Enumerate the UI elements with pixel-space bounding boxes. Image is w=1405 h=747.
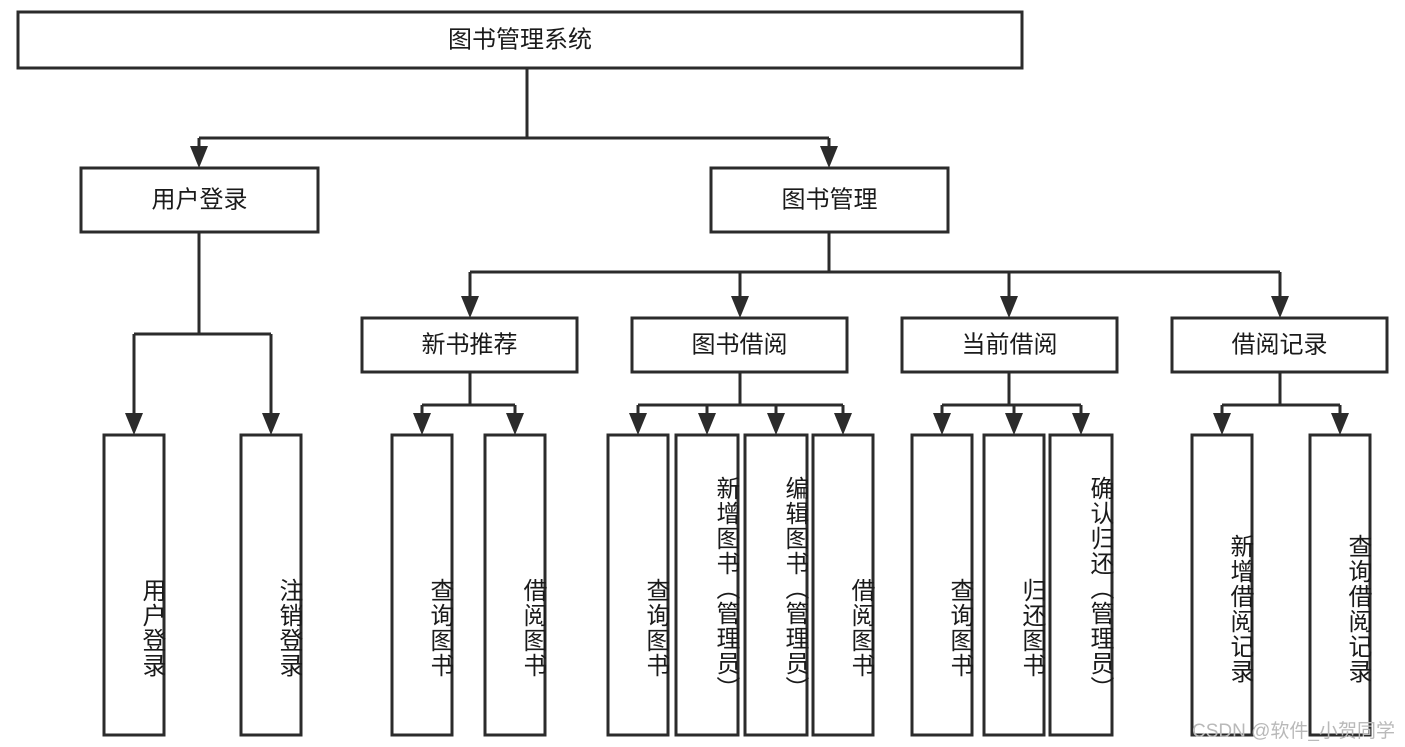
node-label-book-borrow: 图书借阅 — [692, 331, 788, 358]
node-box-leaf-query-books-current[interactable] — [910, 433, 974, 737]
node-label-new-book-recommend: 新书推荐 — [422, 331, 518, 358]
arrow-book-mgmt-icon — [820, 146, 838, 168]
node-box-leaf-query-books-borrow[interactable] — [606, 433, 670, 737]
arrow-leaf-borrow-books-rec-icon — [506, 413, 524, 435]
node-label-borrow-record: 借阅记录 — [1232, 331, 1328, 358]
node-box-leaf-confirm-return-admin[interactable] — [1048, 433, 1114, 737]
csdn-watermark: CSDN @软件_小贺同学 — [1192, 721, 1395, 742]
arrow-leaf-query-books-borrow-icon — [629, 413, 647, 435]
arrow-leaf-add-book-admin-icon — [698, 413, 716, 435]
node-box-leaf-borrow-books-rec[interactable] — [483, 433, 547, 737]
arrow-leaf-edit-book-admin-icon — [767, 413, 785, 435]
arrow-user-login-icon — [190, 146, 208, 168]
arrow-leaf-confirm-return-icon — [1072, 413, 1090, 435]
node-box-borrow-record[interactable] — [1170, 316, 1389, 374]
node-box-book-management[interactable] — [709, 166, 950, 234]
arrow-leaf-query-books-rec-icon — [413, 413, 431, 435]
node-box-book-borrow[interactable] — [630, 316, 849, 374]
node-box-leaf-user-login[interactable] — [102, 433, 166, 737]
node-label-root: 图书管理系统 — [448, 26, 592, 53]
arrow-leaf-user-logout-icon — [262, 413, 280, 435]
node-box-leaf-query-books-rec[interactable] — [390, 433, 454, 737]
node-box-root[interactable] — [16, 10, 1024, 70]
arrow-leaf-borrow-books-borrow-icon — [834, 413, 852, 435]
node-box-leaf-add-book-admin[interactable] — [674, 433, 740, 737]
node-label-book-management: 图书管理 — [782, 186, 878, 213]
node-label-current-borrow: 当前借阅 — [962, 331, 1058, 358]
arrow-recommend-icon — [461, 296, 479, 318]
node-box-leaf-return-books[interactable] — [982, 433, 1046, 737]
arrow-borrow-icon — [731, 296, 749, 318]
arrow-leaf-return-books-icon — [1005, 413, 1023, 435]
arrow-record-icon — [1271, 296, 1289, 318]
node-label-user-login: 用户登录 — [152, 186, 248, 213]
arrow-leaf-query-books-current-icon — [933, 413, 951, 435]
node-box-leaf-edit-book-admin[interactable] — [743, 433, 809, 737]
arrow-current-icon — [1000, 296, 1018, 318]
arrow-leaf-query-borrow-record-icon — [1331, 413, 1349, 435]
node-box-leaf-add-borrow-record[interactable] — [1190, 433, 1254, 737]
arrow-leaf-add-borrow-record-icon — [1213, 413, 1231, 435]
node-box-new-book-recommend[interactable] — [360, 316, 579, 374]
node-box-leaf-borrow-books-borrow[interactable] — [811, 433, 875, 737]
arrow-leaf-user-login-icon — [125, 413, 143, 435]
node-box-leaf-user-logout[interactable] — [239, 433, 303, 737]
node-box-current-borrow[interactable] — [900, 316, 1119, 374]
node-box-user-login[interactable] — [79, 166, 320, 234]
node-box-leaf-query-borrow-record[interactable] — [1308, 433, 1372, 737]
